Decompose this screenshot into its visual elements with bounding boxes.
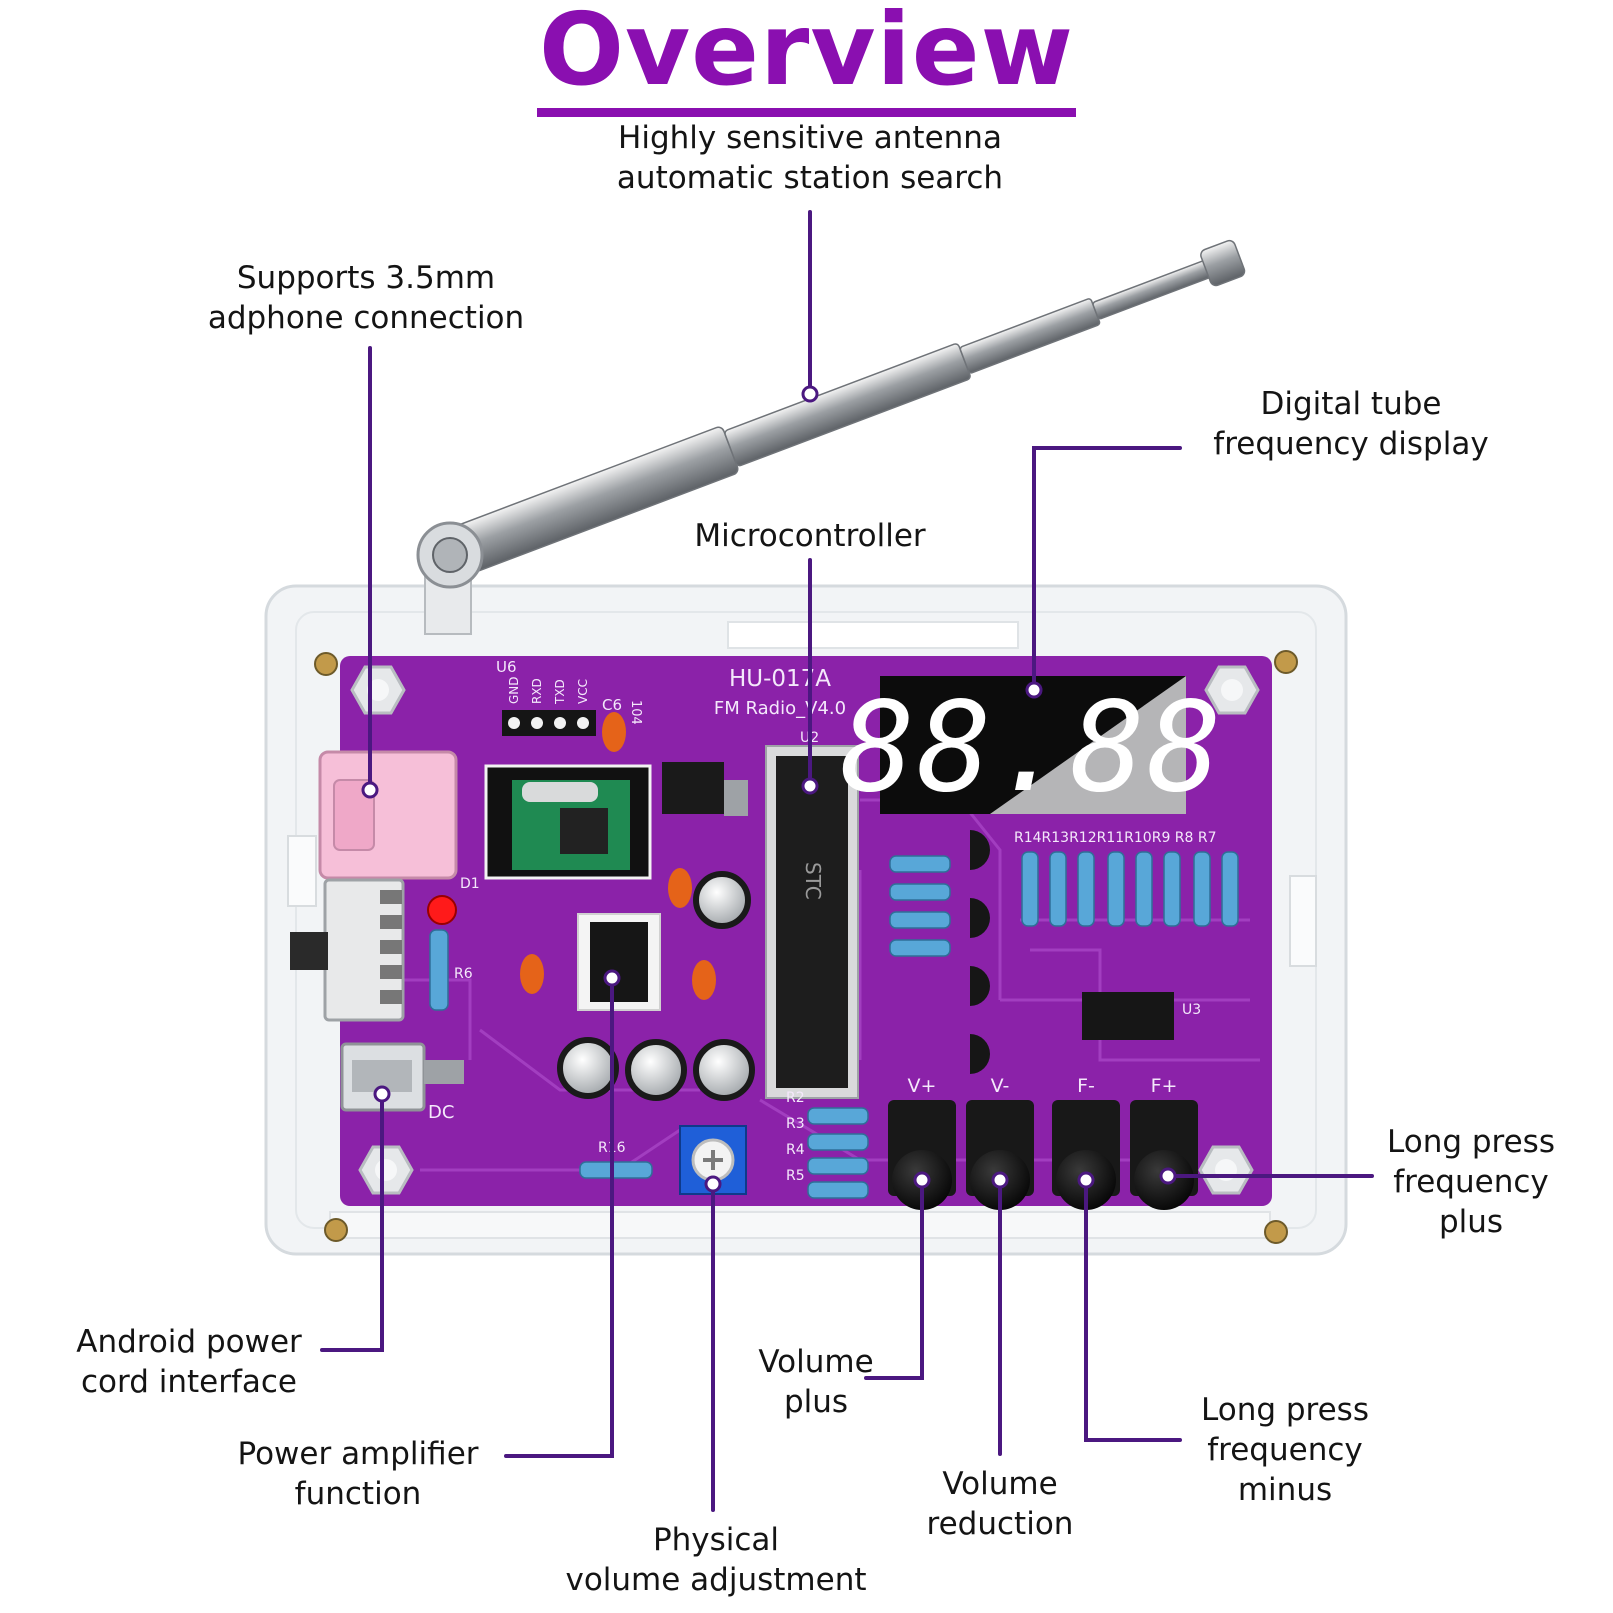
voltage-regulator xyxy=(662,762,748,816)
digital-tube-display xyxy=(880,676,1186,814)
callout-amplifier: Power amplifier function xyxy=(218,1434,498,1514)
page-title: Overview xyxy=(0,0,1613,117)
serial-header xyxy=(502,710,596,736)
callout-freq-minus-line1: Long press xyxy=(1201,1392,1369,1428)
leader-amplifier xyxy=(504,976,614,1458)
callout-display-line2: frequency display xyxy=(1213,426,1489,462)
transistors xyxy=(970,830,990,1074)
resistor-arrays xyxy=(429,851,1239,1199)
u3-label: U3 xyxy=(1182,1002,1201,1018)
button-label-fplus: F+ xyxy=(1151,1075,1178,1097)
pin-label-gnd: GND xyxy=(507,676,521,704)
callout-freq-minus: Long press frequency minus xyxy=(1180,1390,1390,1510)
callout-microcontroller-line1: Microcontroller xyxy=(694,518,926,554)
r2-label: R2 xyxy=(786,1090,805,1106)
button-label-vplus: V+ xyxy=(908,1075,937,1097)
ceramic-capacitors xyxy=(520,712,716,1000)
callout-antenna: Highly sensitive antenna automatic stati… xyxy=(600,118,1020,198)
cap-c6-value: 104 xyxy=(628,700,643,725)
pin-label-txd: TXD xyxy=(553,679,567,705)
board-version-label: FM Radio_V4.0 xyxy=(714,698,846,719)
title-text: Overview xyxy=(536,0,1076,117)
callout-power-cord-line2: cord interface xyxy=(80,1364,297,1400)
electrolytic-capacitors xyxy=(557,871,755,1101)
corner-standoffs xyxy=(314,650,1298,1244)
callout-freq-minus-line3: minus xyxy=(1237,1472,1333,1508)
leader-power-cord xyxy=(320,1092,384,1352)
r3-label: R3 xyxy=(786,1116,805,1132)
callout-volume-reduction-line1: Volume xyxy=(942,1466,1058,1502)
callout-volume-adjust-line1: Physical xyxy=(652,1522,780,1558)
leader-endpoints xyxy=(361,385,1177,1193)
callout-freq-minus-line2: frequency xyxy=(1207,1432,1363,1468)
button-label-fminus: F- xyxy=(1077,1075,1095,1097)
pin-label-rxd: RXD xyxy=(530,678,544,704)
display-digits: 88.88 xyxy=(840,676,1223,820)
board-model-label: HU-017A xyxy=(729,666,831,692)
telescopic-antenna xyxy=(416,239,1246,635)
callout-freq-plus: Long press frequency plus xyxy=(1376,1122,1566,1242)
callout-microcontroller: Microcontroller xyxy=(660,516,960,556)
callout-power-cord-line1: Android power xyxy=(76,1324,302,1360)
callout-freq-plus-line3: plus xyxy=(1438,1204,1504,1240)
header-label: U6 xyxy=(496,658,517,676)
callout-audio-jack-line1: Supports 3.5mm xyxy=(236,260,496,296)
leader-display xyxy=(1032,446,1182,692)
pin-label-vcc: VCC xyxy=(576,679,590,704)
callout-amplifier-line1: Power amplifier xyxy=(237,1436,479,1472)
callout-freq-plus-line1: Long press xyxy=(1387,1124,1555,1160)
callout-freq-plus-line2: frequency xyxy=(1393,1164,1549,1200)
button-label-vminus: V- xyxy=(991,1075,1010,1097)
chip-brand: STC xyxy=(801,862,825,900)
callout-volume-plus-line1: Volume xyxy=(758,1344,874,1380)
silkscreen: HU-017A FM Radio_V4.0 U6 GND RXD TXD VCC… xyxy=(428,658,1217,1184)
callout-volume-reduction: Volume reduction xyxy=(904,1464,1096,1544)
callout-display-line1: Digital tube xyxy=(1260,386,1442,422)
r5-label: R5 xyxy=(786,1168,805,1184)
callout-antenna-line1: Highly sensitive antenna xyxy=(618,120,1002,156)
resistor-row-label: R14R13R12R11R10R9 R8 R7 xyxy=(1014,830,1217,846)
leader-volume-plus xyxy=(864,1178,924,1380)
amplifier-ic xyxy=(577,913,661,1011)
callout-volume-adjust: Physical volume adjustment xyxy=(556,1520,876,1600)
led-indicator xyxy=(427,895,457,925)
microcontroller-chip xyxy=(765,745,859,1099)
callout-volume-adjust-line2: volume adjustment xyxy=(565,1562,867,1598)
callout-volume-reduction-line2: reduction xyxy=(926,1506,1074,1542)
callout-power-cord: Android power cord interface xyxy=(62,1322,316,1402)
r6-label: R6 xyxy=(454,966,473,982)
callout-audio-jack-line2: adphone connection xyxy=(207,300,525,336)
left-ports xyxy=(290,750,464,1112)
callout-display: Digital tube frequency display xyxy=(1186,384,1516,464)
leader-lines xyxy=(320,210,1374,1512)
callout-audio-jack: Supports 3.5mm adphone connection xyxy=(186,258,546,338)
callout-volume-plus: Volume plus xyxy=(736,1342,896,1422)
dc-label: DC xyxy=(428,1102,454,1123)
callout-amplifier-line2: function xyxy=(294,1476,422,1512)
d1-label: D1 xyxy=(460,876,480,892)
cap-c6-label: C6 xyxy=(602,696,622,714)
r4-label: R4 xyxy=(786,1142,805,1158)
callout-antenna-line2: automatic station search xyxy=(616,160,1004,196)
leader-freq-minus xyxy=(1084,1178,1182,1442)
driver-ic xyxy=(1082,992,1174,1040)
callout-volume-plus-line2: plus xyxy=(783,1384,849,1420)
fm-module xyxy=(484,764,652,880)
